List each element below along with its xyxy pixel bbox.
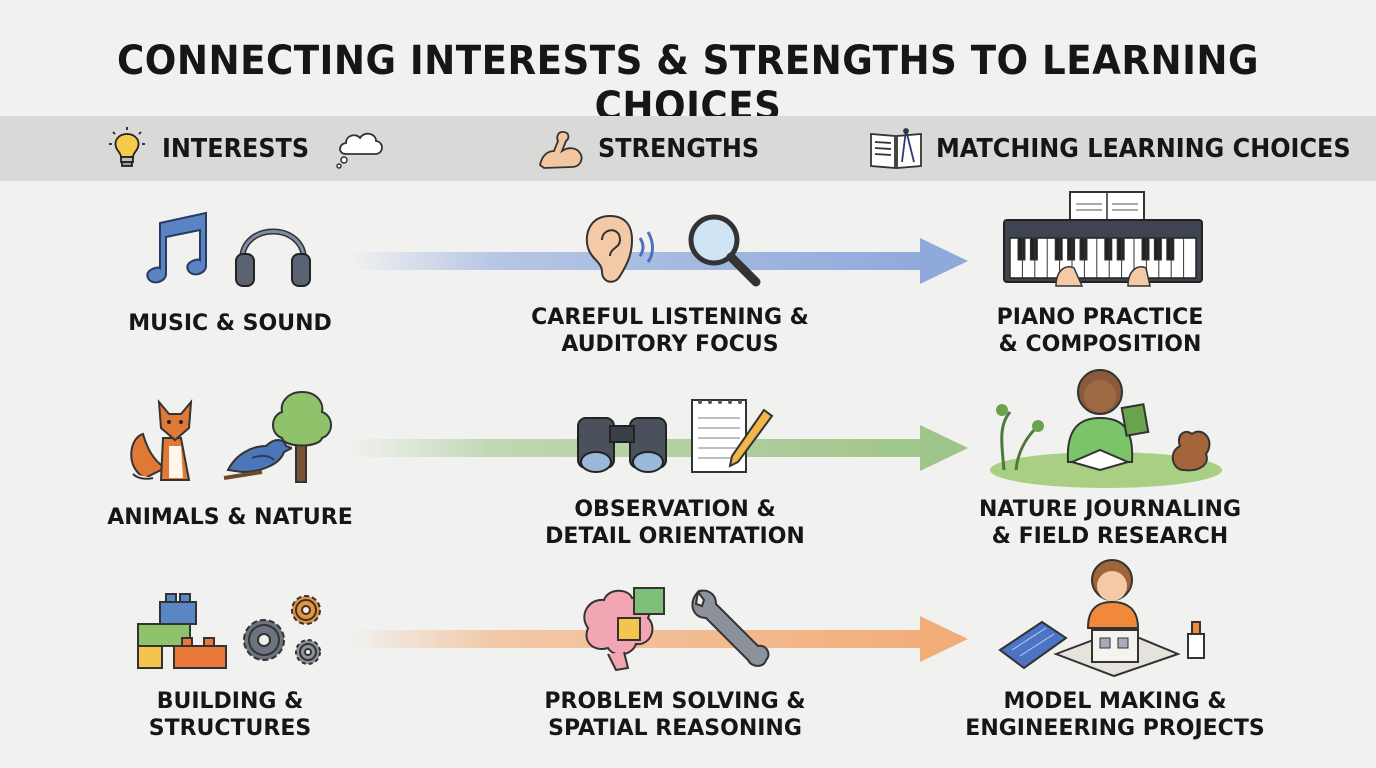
music-note-icon bbox=[140, 208, 215, 288]
blocks-icon bbox=[134, 592, 230, 672]
arrow-row-1 bbox=[350, 238, 968, 284]
strengths-header-label: STRENGTHS bbox=[598, 134, 760, 164]
strength-label-listening: CAREFUL LISTENING &AUDITORY FOCUS bbox=[531, 305, 809, 357]
strength-label-observation: OBSERVATION &DETAIL ORIENTATION bbox=[545, 497, 805, 549]
notepad-pencil-icon bbox=[686, 396, 776, 476]
lightbulb-icon bbox=[109, 127, 145, 167]
choice-label-piano: PIANO PRACTICE& COMPOSITION bbox=[996, 305, 1204, 357]
fox-icon bbox=[125, 388, 220, 484]
choices-header-label: MATCHING LEARNING CHOICES bbox=[936, 134, 1351, 164]
bird-icon bbox=[222, 390, 292, 486]
interests-header: INTERESTS bbox=[104, 124, 386, 174]
interests-header-label: INTERESTS bbox=[162, 134, 310, 164]
flexed-arm-icon bbox=[539, 131, 583, 169]
strengths-header: STRENGTHS bbox=[536, 124, 773, 174]
binoculars-icon bbox=[572, 404, 672, 478]
choice-label-model-making: MODEL MAKING &ENGINEERING PROJECTS bbox=[965, 689, 1265, 741]
child-journaling-icon bbox=[988, 366, 1224, 490]
interest-label-music: MUSIC & SOUND bbox=[128, 311, 332, 336]
interest-label-animals: ANIMALS & NATURE bbox=[107, 505, 353, 530]
ear-icon bbox=[580, 210, 670, 290]
choices-header: MATCHING LEARNING CHOICES bbox=[868, 124, 1376, 174]
tree-icon bbox=[266, 388, 338, 484]
headphones-icon bbox=[232, 210, 314, 290]
magnifier-icon bbox=[684, 210, 764, 290]
wrench-icon bbox=[688, 588, 774, 674]
book-compass-icon bbox=[870, 128, 922, 169]
interest-label-building: BUILDING &STRUCTURES bbox=[148, 689, 312, 741]
brain-puzzle-icon bbox=[578, 584, 674, 674]
page-title: CONNECTING INTERESTS & STRENGTHS TO LEAR… bbox=[117, 38, 1259, 130]
piano-keyboard-icon bbox=[1000, 190, 1206, 300]
thought-cloud-icon bbox=[336, 132, 383, 169]
gears-icon bbox=[236, 590, 332, 672]
choice-label-journaling: NATURE JOURNALING& FIELD RESEARCH bbox=[978, 497, 1242, 549]
strength-label-problem-solving: PROBLEM SOLVING &SPATIAL REASONING bbox=[544, 689, 806, 741]
child-model-building-icon bbox=[996, 558, 1218, 678]
column-header-band bbox=[0, 116, 1376, 181]
